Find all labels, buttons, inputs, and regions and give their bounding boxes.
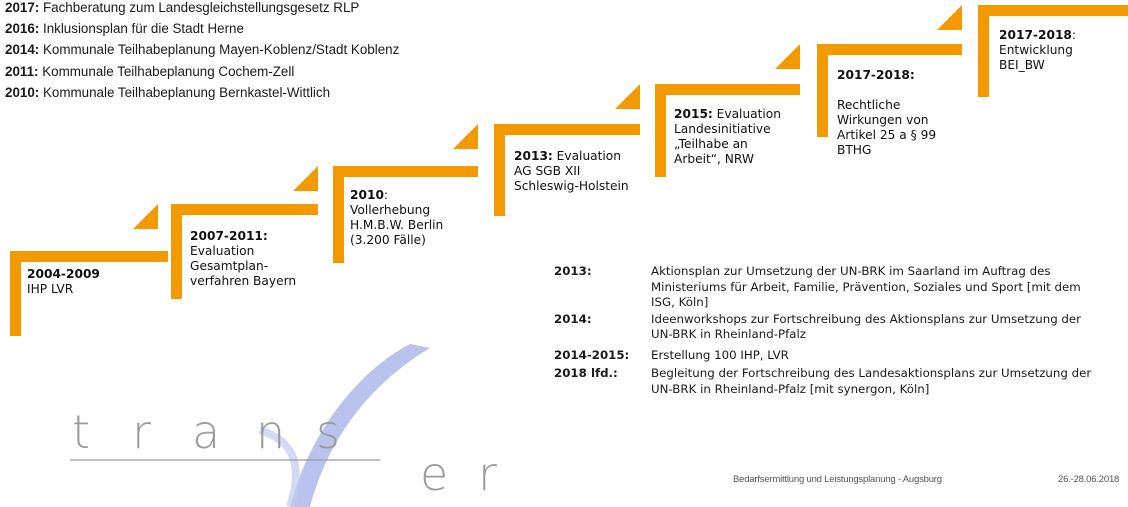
project-item: 2017: Fachberatung zum Landesgleichstell… (5, 0, 360, 15)
project-item: 2014: Kommunale Teilhabeplanung Mayen-Ko… (5, 42, 400, 58)
step-bar-vertical (817, 44, 828, 137)
activity-year: 2014: (554, 311, 592, 326)
step-bar-vertical (978, 5, 989, 97)
logo-letter: s (316, 405, 340, 459)
activity-year: 2014-2015: (554, 347, 630, 362)
step-corner-triangle (775, 44, 800, 69)
logo-letter: r (478, 447, 497, 501)
activity-row: 2014: Ideenworkshops zur Fortschreibung … (554, 312, 1128, 343)
activity-year: 2018 lfd.: (554, 366, 618, 380)
activity-row: 2014-2015: Erstellung 100 IHP, LVR (554, 348, 1128, 364)
step-label: 2007-2011:Evaluation Gesamtplan-verfahre… (190, 229, 297, 288)
logo-letter: r (132, 405, 151, 459)
step-corner-triangle (133, 204, 158, 229)
logo-letter: e (420, 447, 448, 501)
step-bar-vertical (10, 251, 21, 336)
footer-title: Bedarfsermittlung und Leistungsplanung -… (733, 474, 942, 485)
activity-row: 2018 lfd.: Begleitung der Fortschreibung… (554, 366, 1128, 397)
step-bar-horizontal (171, 204, 318, 215)
step-bar-vertical (171, 204, 182, 299)
project-item: 2010: Kommunale Teilhabeplanung Bernkast… (5, 84, 331, 100)
step-label: 2010:Vollerhebung H.M.B.W. Berlin (3.200… (350, 188, 444, 247)
step-bar-horizontal (494, 124, 640, 135)
project-item: 2011: Kommunale Teilhabeplanung Cochem-Z… (5, 63, 295, 79)
logo-letter: a (192, 405, 220, 459)
activity-text: Begleitung der Fortschreibung des Landes… (651, 366, 1092, 396)
step-bar-horizontal (10, 251, 168, 262)
logo-letter: t (72, 405, 90, 459)
activity-text: Erstellung 100 IHP, LVR (651, 347, 789, 362)
step-bar-horizontal (333, 166, 478, 177)
activity-year: 2013: (554, 264, 592, 278)
project-item: 2016: Inklusionsplan für die Stadt Herne (5, 21, 244, 37)
transfer-logo: t r a n s f e r (70, 344, 497, 507)
footer-date: 26.-28.06.2018 (1058, 474, 1120, 485)
activities-table: 2013: Aktionsplan zur Umsetzung der UN-B… (554, 264, 1128, 397)
step-bar-vertical (655, 84, 666, 177)
step-corner-triangle (937, 5, 962, 30)
step-bar-vertical (333, 166, 344, 263)
activity-text: Ideenworkshops zur Fortschreibung des Ak… (651, 311, 1082, 342)
activity-text: Aktionsplan zur Umsetzung der UN-BRK im … (651, 264, 1081, 309)
step-corner-triangle (453, 124, 478, 149)
step-label: 2017-2018:Entwicklung BEI_BW (999, 28, 1077, 72)
step-bar-horizontal (978, 5, 1128, 16)
step-bar-vertical (494, 124, 505, 216)
step-label: 2017-2018:Rechtliche Wirkungen von Artik… (837, 68, 937, 157)
step-bar-horizontal (655, 84, 800, 95)
projects-list: 2017: Fachberatung zum Landesgleichstell… (5, 0, 399, 103)
step-corner-triangle (615, 84, 640, 109)
logo-letter: n (256, 405, 285, 459)
activity-row: 2013: Aktionsplan zur Umsetzung der UN-B… (554, 264, 1128, 311)
step-bar-horizontal (817, 44, 962, 55)
step-corner-triangle (293, 166, 318, 191)
